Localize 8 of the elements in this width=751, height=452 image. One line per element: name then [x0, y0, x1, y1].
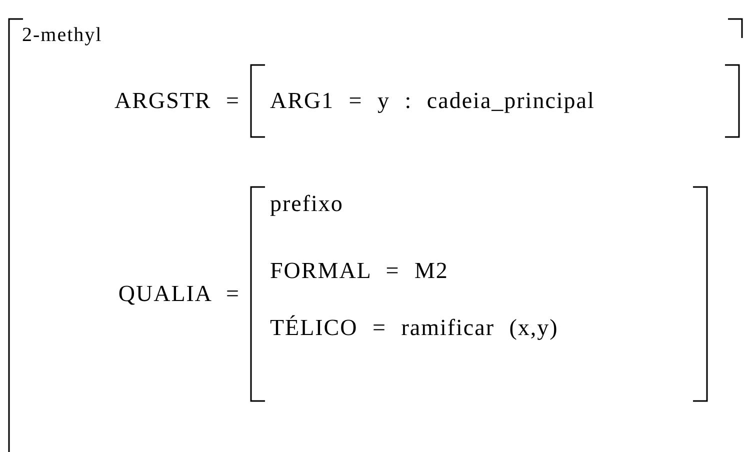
feature-value: prefixo [270, 191, 344, 217]
feature-value: FORMAL = M2 [270, 258, 448, 284]
feature-value: TÉLICO = ramificar (x,y) [270, 315, 558, 341]
matrix-heading: 2-methyl [22, 23, 102, 48]
feature-value: ARG1 = y : cadeia_principal [270, 88, 595, 114]
feature-name: ARGSTR = [114, 88, 240, 114]
feature-name: QUALIA = [118, 281, 240, 307]
attribute-value-matrix [8, 18, 743, 452]
